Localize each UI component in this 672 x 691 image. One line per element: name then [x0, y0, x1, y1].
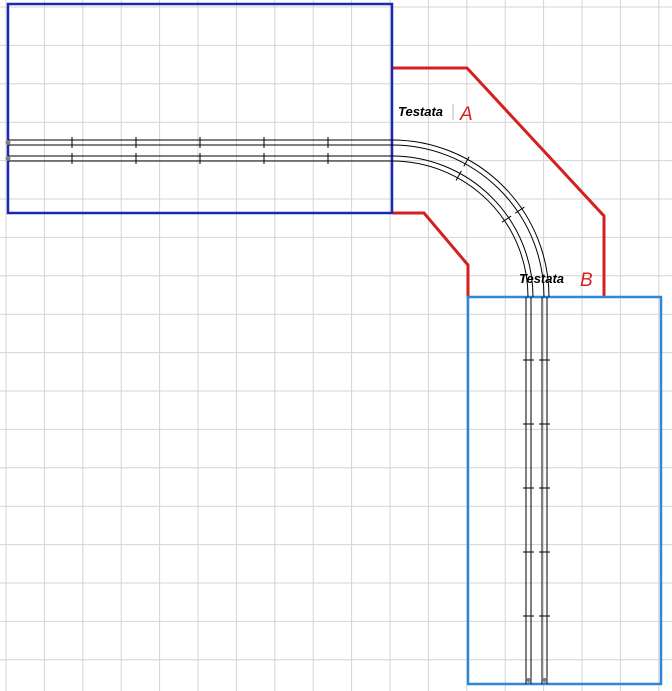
track-end-marker [525, 678, 532, 684]
testata-a-label: Testata [398, 104, 443, 119]
rail-curve [391, 155, 534, 298]
rail-joint [463, 156, 470, 167]
module-a-frame [6, 2, 394, 215]
rail-curve [391, 160, 529, 298]
track-end-marker [5, 156, 11, 161]
letter-b-label: B [580, 270, 593, 291]
track-end-marker [541, 678, 548, 684]
track-curve [391, 139, 550, 298]
letter-a-label: A [459, 104, 473, 125]
track-straight-b [523, 297, 550, 684]
rail-joint [514, 206, 525, 214]
rail-curve [391, 139, 550, 298]
connector-outline-outer [393, 66, 606, 297]
rail-joint [455, 170, 462, 181]
module-b-frame [466, 295, 663, 686]
connector-outline-inner [393, 211, 470, 297]
rail-curve [391, 144, 545, 298]
testata-b-label: Testata [519, 271, 564, 286]
track-straight-a [5, 137, 392, 164]
track-end-marker [5, 140, 11, 145]
rail-joint [501, 215, 512, 223]
